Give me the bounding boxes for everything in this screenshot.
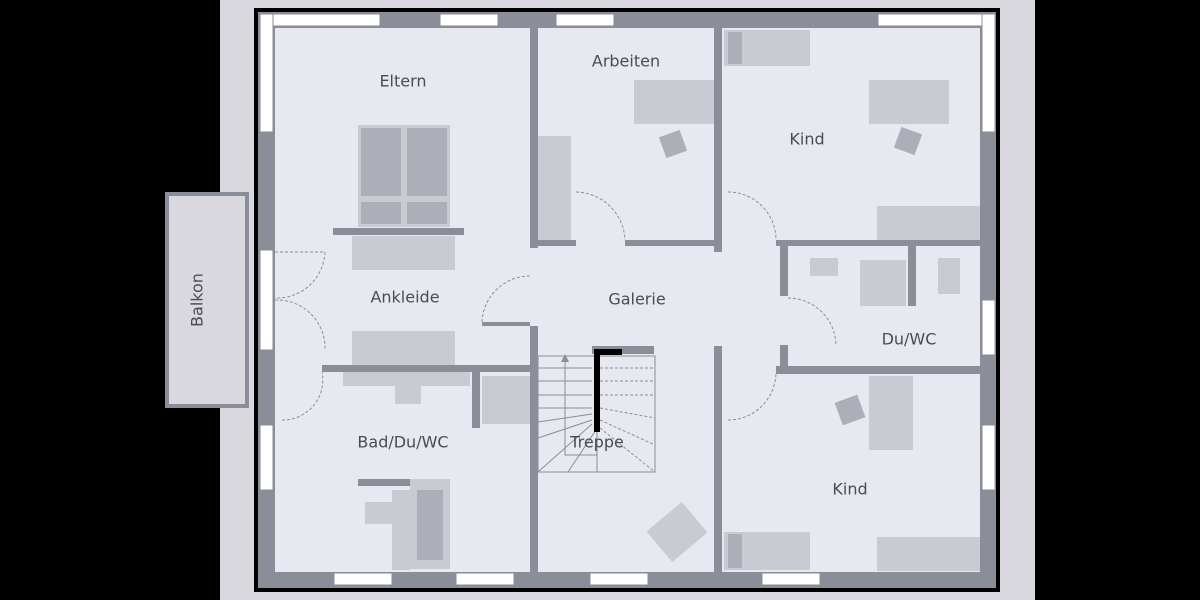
room-label-kind-top: Kind — [789, 130, 824, 149]
room-label-ankleide: Ankleide — [370, 288, 439, 307]
room-label-treppe: Treppe — [569, 433, 624, 452]
room-label-galerie: Galerie — [608, 290, 665, 309]
furniture — [343, 30, 980, 571]
room-label-balkon: Balkon — [188, 273, 207, 327]
stair-railing — [594, 349, 622, 432]
room-label-bad: Bad/Du/WC — [357, 433, 448, 452]
balcony — [165, 192, 249, 408]
door-swings — [274, 191, 837, 421]
interior-walls — [322, 28, 980, 572]
room-label-kind-bottom: Kind — [832, 480, 867, 499]
windows — [259, 13, 996, 586]
room-label-arbeiten: Arbeiten — [592, 52, 660, 71]
room-label-du-wc: Du/WC — [882, 330, 937, 349]
room-label-eltern: Eltern — [379, 72, 426, 91]
staircase — [537, 349, 656, 473]
stair-arrow-icon — [561, 354, 569, 362]
